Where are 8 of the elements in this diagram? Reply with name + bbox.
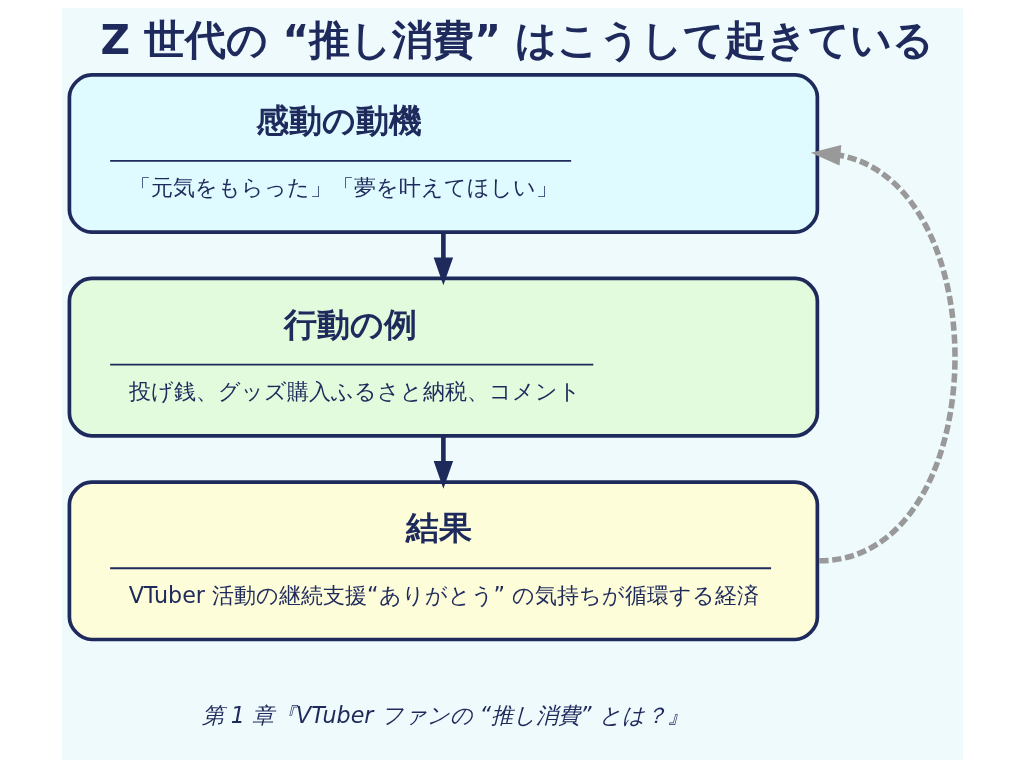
arrow [433, 436, 453, 489]
caption: 第 1 章『VTuber ファンの “推し消費” とは？』 [201, 701, 689, 728]
arrow [433, 232, 453, 286]
node-box: 結果 VTuber 活動の継続支援“ありがとう” の気持ちが循環する経済 [67, 480, 819, 642]
node-box: 感動の動機 「元気をもらった」「夢を叶えてほしい」 [67, 72, 819, 235]
arrow [810, 144, 957, 564]
node-box: 行動の例 投げ銭、グッズ購入ふるさと納税、コメント [67, 276, 819, 438]
diagram-title: Z 世代の “推し消費” はこうして起きている [100, 15, 934, 64]
